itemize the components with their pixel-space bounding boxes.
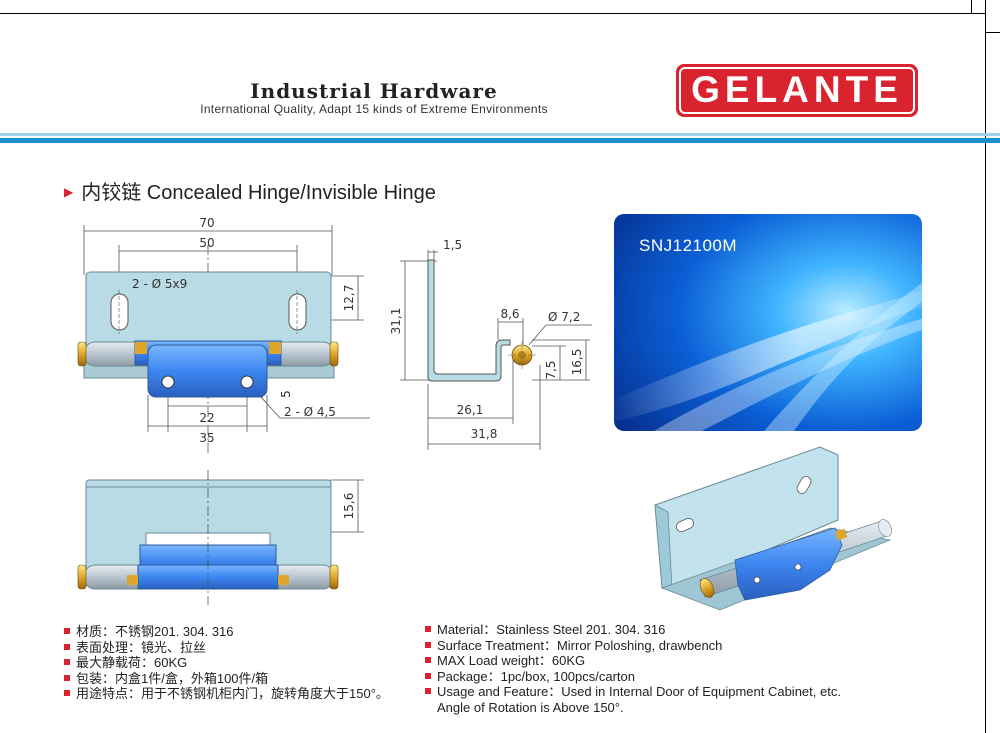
red-triangle-icon: ▶ xyxy=(64,185,74,199)
front-view xyxy=(77,271,339,398)
spec-item: Usage and Feature：Used in Internal Door … xyxy=(425,684,841,715)
spec-item: 最大静载荷：60KG xyxy=(64,655,389,671)
bullet-icon xyxy=(64,690,70,696)
bullet-icon xyxy=(64,659,70,665)
dim-pin-height-small: 7,5 xyxy=(544,360,558,379)
product-model: SNJ12100M xyxy=(639,236,738,255)
spec-item: 用途特点：用于不锈钢机柜内门，旋转角度大于150°。 xyxy=(64,686,389,702)
bullet-icon xyxy=(64,674,70,681)
dim-slot-label: 2 - Ø 5x9 xyxy=(132,277,187,291)
header-band-light xyxy=(0,133,1000,136)
spec-item: Material：Stainless Steel 201. 304. 316 xyxy=(425,622,841,638)
dim-side-height: 31,1 xyxy=(389,308,403,335)
spec-item: 包装：内盒1件/盒，外箱100件/箱 xyxy=(64,671,389,687)
dim-back-height: 15,6 xyxy=(342,493,356,520)
dim-slot-spacing: 50 xyxy=(199,236,214,250)
spec-item: 材质：不锈钢201. 304. 316 xyxy=(64,624,389,640)
dim-hole-offset: 5 xyxy=(279,390,293,398)
dim-width-total: 70 xyxy=(199,216,214,230)
bullet-icon xyxy=(64,643,70,650)
header-title: Industrial Hardware xyxy=(250,79,498,103)
dim-pin-diameter: Ø 7,2 xyxy=(548,310,580,324)
bullet-icon xyxy=(425,672,431,679)
spec-item-continuation: Angle of Rotation is Above 150°. xyxy=(437,699,624,715)
hinge-3d-render xyxy=(654,446,892,611)
crop-mark xyxy=(985,0,986,733)
spec-item: Package：1pc/box, 100pcs/carton xyxy=(425,669,841,685)
dim-leaf-width: 35 xyxy=(199,431,214,445)
brand-name: GELANTE xyxy=(679,67,915,114)
dim-hole-label: 2 - Ø 4,5 xyxy=(284,405,336,419)
specs-english: Material：Stainless Steel 201. 304. 316 S… xyxy=(425,622,841,715)
crop-mark xyxy=(971,0,972,13)
spec-item: 表面处理：镜光、拉丝 xyxy=(64,640,389,656)
bullet-icon xyxy=(425,688,431,694)
dim-offset: 8,6 xyxy=(500,307,519,321)
dim-pin-height-large: 16,5 xyxy=(570,349,584,376)
header-subtitle: International Quality, Adapt 15 kinds of… xyxy=(200,102,548,116)
spec-item: MAX Load weight：60KG xyxy=(425,653,841,669)
header-band-dark xyxy=(0,138,1000,143)
section-title: ▶ 内铰链 Concealed Hinge/Invisible Hinge xyxy=(64,176,436,205)
bullet-icon xyxy=(425,626,431,632)
product-hero-image: SNJ12100M xyxy=(614,214,922,431)
bullet-icon xyxy=(425,657,431,663)
back-view xyxy=(77,470,364,605)
dim-thickness: 1,5 xyxy=(443,238,462,252)
brand-logo: GELANTE xyxy=(676,64,918,117)
specs-chinese: 材质：不锈钢201. 304. 316 表面处理：镜光、拉丝 最大静载荷：60K… xyxy=(64,624,389,702)
abstract-blue-wave-graphic xyxy=(614,214,922,431)
bullet-icon xyxy=(425,641,431,648)
dim-base-length: 26,1 xyxy=(457,403,484,417)
bullet-icon xyxy=(64,628,70,634)
crop-mark xyxy=(0,13,985,14)
crop-mark xyxy=(985,32,1000,33)
side-view xyxy=(400,250,592,450)
dim-total-length: 31,8 xyxy=(471,427,498,441)
spec-item: Surface Treatment：Mirror Poloshing, draw… xyxy=(425,638,841,654)
section-title-text: 内铰链 Concealed Hinge/Invisible Hinge xyxy=(81,182,436,204)
dim-hole-spacing: 22 xyxy=(199,411,214,425)
dim-slot-height: 12,7 xyxy=(342,285,356,312)
